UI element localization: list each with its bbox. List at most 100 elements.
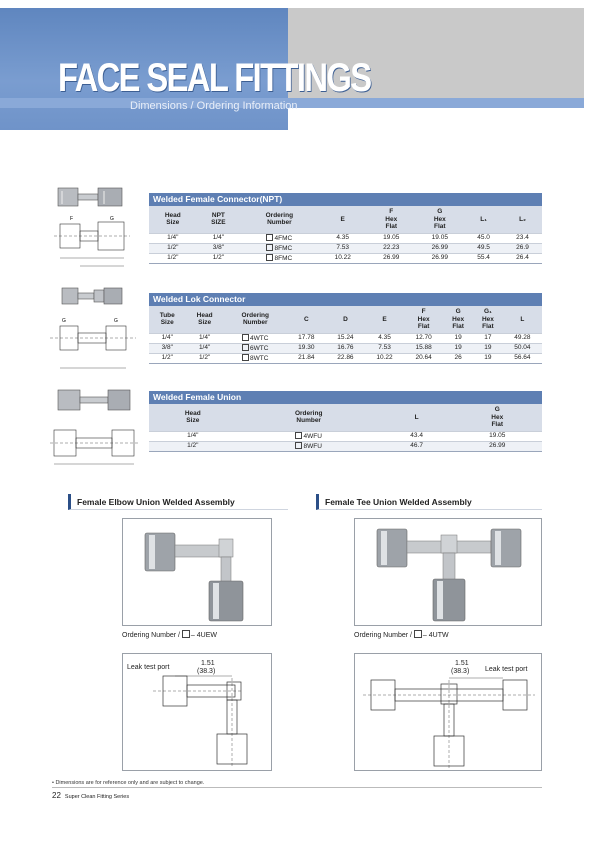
page-title: FACE SEAL FITTINGS: [58, 56, 372, 100]
cell-value: 56.64: [514, 354, 531, 361]
table-cell: 1/4": [149, 430, 237, 441]
cell-value: 19: [484, 354, 492, 361]
tee-photo-image: [376, 528, 522, 622]
table-cell: 1/2": [196, 252, 241, 264]
column-header-line: Flat: [452, 323, 464, 330]
table-cell: 17: [473, 332, 503, 343]
column-header-line: F: [421, 308, 426, 315]
cell-value: 10.22: [376, 354, 393, 361]
tee-assembly-title: Female Tee Union Welded Assembly: [316, 494, 542, 510]
cell-value: 15.88: [415, 344, 432, 351]
table-cell: 23.4: [503, 232, 542, 243]
column-header-line: E: [382, 315, 387, 323]
table-cell: 15.88: [404, 342, 444, 353]
table-cell: 50.04: [502, 342, 542, 353]
ordering-number-cell: 8WFU: [236, 440, 381, 452]
column-header-line: Hex: [481, 315, 494, 323]
footnote: • Dimensions are for reference only and …: [52, 780, 205, 786]
section-title: Welded Female Connector(NPT): [149, 193, 542, 206]
table-cell: 19: [443, 332, 474, 343]
cell-value: 26.99: [489, 442, 506, 449]
column-header: L: [380, 404, 453, 431]
cell-value: 10.22: [334, 254, 351, 261]
table-cell: 16.76: [325, 342, 365, 353]
cell-value: 26.99: [431, 254, 448, 261]
table-cell: 19: [473, 352, 503, 364]
column-header-line: G: [494, 406, 500, 413]
column-header-line: Hex: [491, 413, 504, 421]
table-cell: 1/2": [149, 242, 197, 253]
page-number: 22: [52, 791, 61, 800]
tee-technical-drawing: 1.51 (38.3) Leak test port: [354, 653, 542, 771]
cell-value: 22.23: [383, 244, 400, 251]
elbow-ordering-number: Ordering Number / – 4UEW: [122, 630, 217, 639]
cell-value: 4WFU: [295, 433, 321, 440]
table-cell: 1/2": [185, 352, 224, 364]
ordering-checkbox: [414, 632, 423, 639]
ordering-checkbox: [182, 632, 191, 639]
cell-value: 1/4": [161, 334, 173, 341]
section-title: Welded Lok Connector: [149, 293, 542, 306]
cell-value: 1/4": [167, 234, 179, 241]
table-cell: 26.9: [503, 242, 542, 253]
cell-value: 55.4: [477, 254, 490, 261]
cell-value: 4.35: [336, 234, 350, 241]
column-header-line: Size: [166, 219, 180, 227]
column-header-line: D: [343, 315, 348, 323]
table-cell: 19.05: [367, 232, 416, 243]
svg-text:G: G: [114, 318, 118, 324]
table-cell: 46.7: [380, 440, 453, 452]
cell-value: 22.86: [337, 354, 354, 361]
leak-test-port-label: Leak test port: [127, 664, 170, 671]
table-cell: 19: [443, 342, 474, 353]
column-header-line: L: [414, 413, 419, 421]
table-cell: 26.99: [367, 252, 416, 264]
cell-value: 7.53: [378, 344, 391, 351]
cell-value: 1/2": [198, 354, 211, 361]
table-cell: 1/4": [149, 232, 197, 243]
elbow-photo: [122, 518, 272, 626]
column-header: E: [364, 306, 405, 333]
table-cell: 3/8": [149, 342, 186, 353]
ordering-number-cell: 4WFU: [236, 430, 381, 441]
column-header-line: Number: [242, 319, 268, 327]
cell-value: 8WFU: [295, 443, 321, 450]
ordering-code: – 4UEW: [190, 632, 217, 639]
column-header: E: [318, 206, 367, 233]
section-title: Welded Female Union: [149, 391, 542, 404]
cell-value: 17.78: [298, 334, 315, 341]
column-header-line: Flat: [491, 421, 504, 428]
elbow-photo-image: [144, 532, 244, 622]
cell-value: 1/4": [212, 234, 225, 241]
table-cell: 26: [443, 352, 474, 364]
column-header: L₁: [464, 206, 504, 233]
column-header-line: G: [437, 208, 443, 215]
table-cell: 17.78: [286, 332, 326, 343]
cell-value: 19: [454, 334, 462, 341]
column-header-line: L₁: [480, 215, 487, 223]
table-row: 1/2" 8WFU 46.7 26.99: [149, 440, 542, 452]
cell-value: 1/2": [187, 442, 199, 449]
cell-value: 8FMC: [266, 245, 292, 252]
table-cell: 26.99: [415, 252, 465, 264]
cell-value: 50.04: [514, 344, 531, 351]
table-cell: 26.99: [415, 242, 465, 253]
column-header-line: NPT: [211, 211, 225, 219]
table-cell: 15.24: [325, 332, 365, 343]
column-header-line: Head: [196, 311, 213, 319]
cell-value: 4.35: [378, 334, 391, 341]
